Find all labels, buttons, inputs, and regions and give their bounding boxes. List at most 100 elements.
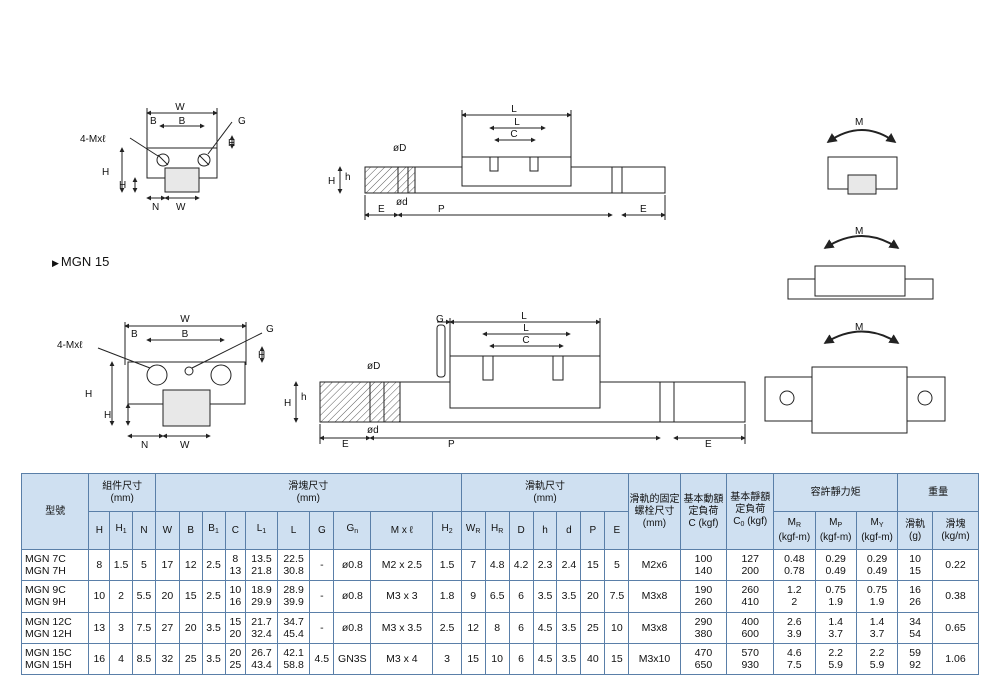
cell-Gn: ø0.8 bbox=[333, 611, 372, 644]
cell-P: 40 bbox=[580, 642, 606, 676]
spec-table: 型號 組件尺寸(mm) 滑塊尺寸(mm) 滑軌尺寸(mm) 滑軌的固定螺栓尺寸(… bbox=[20, 473, 979, 676]
cell-W: 20 bbox=[154, 580, 180, 613]
cell-value: 2.2 bbox=[828, 646, 843, 659]
side-view-large bbox=[293, 318, 746, 444]
col-L1: L1 bbox=[245, 511, 278, 550]
cell-value: 127 bbox=[741, 553, 759, 566]
cell-P: 25 bbox=[580, 611, 606, 644]
header-moment: 容許靜力矩 bbox=[773, 473, 899, 512]
svg-text:E: E bbox=[342, 439, 349, 450]
cell-value: 1.4 bbox=[828, 615, 843, 628]
cell-value: 380 bbox=[694, 627, 713, 640]
cell-B: 15 bbox=[178, 580, 203, 613]
cell-value: 28.9 bbox=[283, 584, 304, 597]
cell-N: 7.5 bbox=[132, 611, 156, 644]
svg-text:ød: ød bbox=[396, 197, 408, 208]
cell-E: 5 bbox=[604, 548, 630, 582]
header-rail: 滑軌尺寸(mm) bbox=[460, 473, 630, 512]
cell-value: 410 bbox=[741, 596, 759, 609]
svg-text:W: W bbox=[176, 202, 186, 213]
header-weight: 重量 bbox=[897, 473, 979, 512]
cell-G: - bbox=[309, 548, 335, 582]
cell-H1: 4 bbox=[109, 642, 133, 676]
svg-text:H: H bbox=[328, 176, 335, 187]
cell-value: 0.29 bbox=[825, 553, 846, 566]
cell-value: 0.48 bbox=[784, 553, 805, 566]
svg-text:B: B bbox=[131, 329, 138, 340]
cell-value: 0.49 bbox=[825, 565, 846, 578]
svg-text:G: G bbox=[436, 314, 444, 325]
cell-value: 100 bbox=[694, 553, 713, 566]
svg-text:G: G bbox=[238, 116, 246, 127]
cell-value: 200 bbox=[741, 565, 759, 578]
cell-value: 13.5 bbox=[251, 553, 272, 566]
cell-h: 4.5 bbox=[532, 642, 558, 676]
cell-Mxl: M3 x 4 bbox=[370, 642, 434, 676]
col-block-weight: 滑軌(g) bbox=[897, 511, 934, 550]
cell-value: 45.4 bbox=[283, 627, 304, 640]
cell-value: 5.9 bbox=[869, 658, 885, 671]
cell-bolt: M3x10 bbox=[628, 642, 681, 676]
cell-value: 29.9 bbox=[251, 596, 272, 609]
front-view-small-labels: W B B G H 4-Mxℓ H H N W bbox=[80, 102, 246, 213]
cell-value: 2 bbox=[791, 596, 798, 609]
front-view-large bbox=[97, 322, 265, 439]
moment-diagram-mp bbox=[787, 235, 934, 300]
cell-value: 43.4 bbox=[251, 658, 272, 671]
model-name: MGN 12H bbox=[25, 627, 72, 640]
cell-WR: 9 bbox=[460, 580, 486, 613]
svg-text:4-Mxℓ: 4-Mxℓ bbox=[80, 134, 106, 145]
svg-text:H: H bbox=[284, 398, 291, 409]
model-name: MGN 9H bbox=[25, 596, 66, 609]
col-P: P bbox=[580, 511, 606, 550]
cell-value: 1.9 bbox=[828, 596, 843, 609]
cell-value: 570 bbox=[741, 646, 759, 659]
header-model: 型號 bbox=[20, 473, 90, 550]
col-L: L bbox=[276, 511, 311, 550]
cell-B: 20 bbox=[178, 611, 203, 644]
section-label-text: MGN 15 bbox=[60, 254, 110, 269]
cell-bolt: M2x6 bbox=[628, 548, 681, 582]
cell-H: 13 bbox=[88, 611, 111, 644]
col-WR: WR bbox=[460, 511, 486, 550]
svg-text:N: N bbox=[152, 202, 159, 213]
svg-text:L: L bbox=[511, 104, 517, 115]
cell-value: 260 bbox=[741, 584, 759, 597]
cell-value: 54 bbox=[909, 627, 921, 640]
model-name: MGN 15H bbox=[25, 658, 72, 671]
col-MY: MY(kgf-m) bbox=[855, 511, 899, 550]
side-view-large-labels: G L L C øD h H ød E P E bbox=[284, 311, 712, 450]
svg-text:W: W bbox=[180, 440, 190, 451]
cell-B1: 3.5 bbox=[201, 642, 226, 676]
cell-value: 4.6 bbox=[787, 646, 802, 659]
cell-value: 39.9 bbox=[283, 596, 304, 609]
svg-text:P: P bbox=[438, 204, 445, 215]
cell-value: 0.75 bbox=[866, 584, 888, 597]
cell-H2: 3 bbox=[432, 642, 462, 676]
cell-H2: 1.5 bbox=[432, 548, 462, 582]
svg-text:M: M bbox=[855, 322, 863, 333]
cell-value: 8 bbox=[232, 553, 239, 566]
col-MR: MR(kgf-m) bbox=[773, 511, 816, 550]
cell-E: 15 bbox=[604, 642, 630, 676]
cell-D: 6 bbox=[508, 611, 534, 644]
cell-bolt: M3x8 bbox=[628, 611, 681, 644]
cell-value: 470 bbox=[694, 646, 713, 659]
cell-value: 59 bbox=[909, 646, 921, 659]
cell-W: 27 bbox=[154, 611, 180, 644]
